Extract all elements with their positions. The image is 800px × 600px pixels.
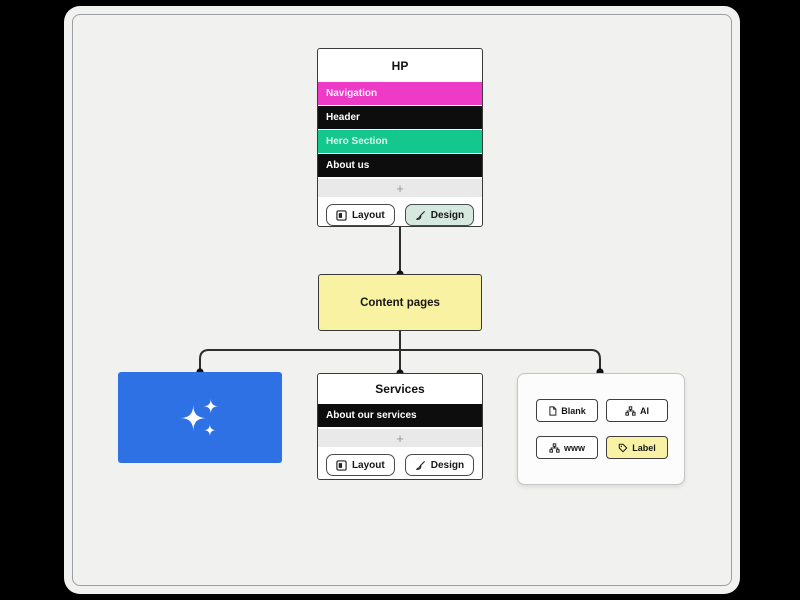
page-node-services[interactable]: Services About our services + Layout Des… [317,373,483,480]
button-label: Blank [561,405,586,416]
button-label: Design [430,459,465,471]
design-button[interactable]: Design [404,454,475,476]
section-label: About our services [326,410,417,421]
www-page-button[interactable]: www [536,436,598,459]
design-icon [415,210,426,221]
page-title: HP [391,58,409,73]
layout-icon [336,209,347,221]
label-page-button[interactable]: Label [606,436,668,459]
button-label: Layout [351,209,385,221]
layout-button[interactable]: Layout [325,454,395,476]
add-section-button[interactable]: + [318,179,482,197]
design-icon [415,460,426,471]
button-label: Layout [351,459,385,471]
file-icon [548,405,557,416]
section-row-about-our-services[interactable]: About our services [318,404,482,427]
button-label: www [563,442,585,453]
plus-icon: + [396,430,404,446]
page-node-hp[interactable]: HP Navigation Header Hero Section About … [317,48,483,227]
button-label: Label [632,442,656,453]
tag-icon [618,443,628,453]
page-title: Services [375,382,425,396]
section-label: Header [326,112,360,123]
design-button[interactable]: Design [404,204,475,226]
section-label: Hero Section [326,136,388,147]
page-title: Content pages [360,296,440,309]
section-label: Navigation [326,88,378,99]
sparkles-icon [173,391,227,445]
section-label: About us [326,160,370,171]
button-label: AI [640,405,649,416]
sitemap-icon [549,442,560,453]
plus-icon: + [396,180,404,196]
blank-page-button[interactable]: Blank [536,399,598,422]
section-row-header[interactable]: Header [318,106,482,129]
section-row-about-us[interactable]: About us [318,154,482,177]
ai-generate-card[interactable] [118,372,282,463]
layout-button[interactable]: Layout [325,204,395,226]
section-row-hero-section[interactable]: Hero Section [318,130,482,153]
ai-page-button[interactable]: AI [606,399,668,422]
sitemap-icon [625,405,636,416]
page-node-content-pages[interactable]: Content pages [318,274,482,331]
layout-icon [336,459,347,471]
button-label: Design [430,209,465,221]
section-row-navigation[interactable]: Navigation [318,82,482,105]
add-section-button[interactable]: + [318,429,482,447]
new-page-picker: Blank AI www Label [517,373,685,485]
